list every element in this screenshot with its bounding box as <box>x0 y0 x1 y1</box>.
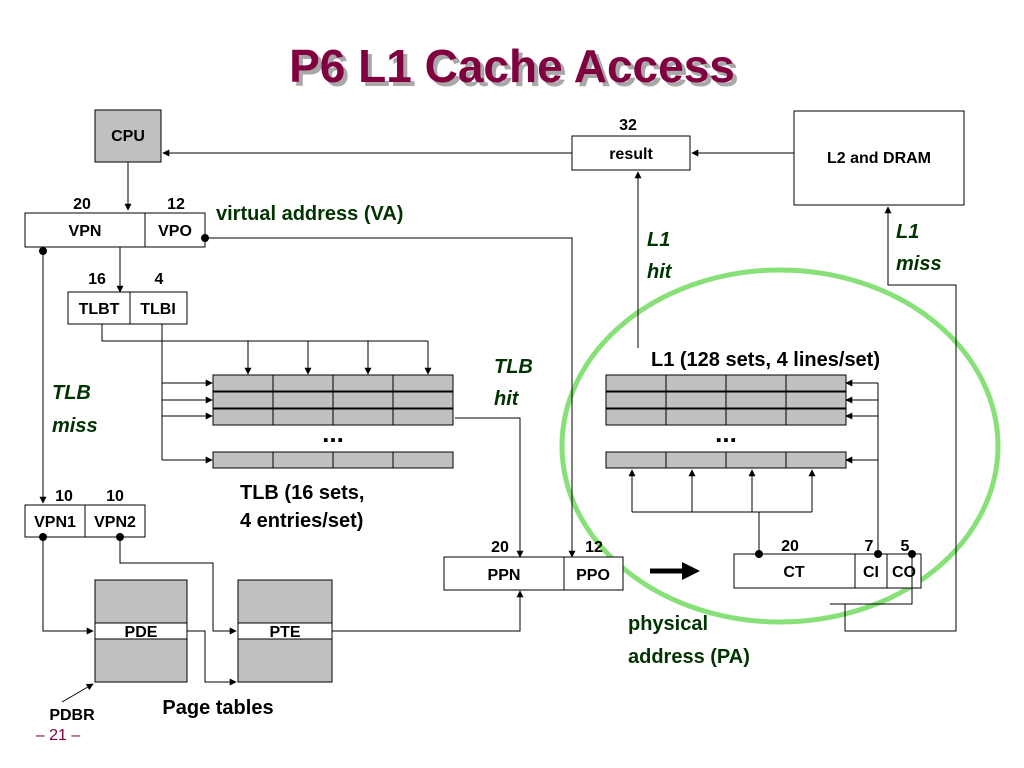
vpn2-label: VPN2 <box>94 514 136 531</box>
page-number: – 21 – <box>36 727 81 744</box>
pa-caption-line1: physical <box>628 613 708 635</box>
co-field <box>886 553 922 589</box>
l1-miss-label-2: miss <box>896 253 942 275</box>
tlb-hit-line <box>455 417 524 558</box>
l1-miss-line <box>844 206 957 632</box>
l2-dram-label: L2 and DRAM <box>827 150 931 167</box>
tlb-hit-label-1: TLB <box>494 356 533 378</box>
l2-dram-box <box>793 110 965 206</box>
vpn-field <box>24 212 146 248</box>
va-caption: virtual address (VA) <box>216 203 403 225</box>
ppn-field <box>443 556 565 591</box>
vpn-bits: 20 <box>73 196 91 213</box>
vpo-field <box>144 212 206 248</box>
pte-to-ppn-arrow <box>332 590 524 632</box>
cpu-box <box>94 109 162 163</box>
tlbi-field <box>129 291 188 325</box>
result-box <box>571 135 691 171</box>
pte-label: PTE <box>269 624 300 641</box>
vpo-to-ppo-line <box>205 237 576 558</box>
result-bits: 32 <box>619 117 637 134</box>
cpu-label: CPU <box>111 128 145 145</box>
l1-miss-label-1: L1 <box>896 221 919 243</box>
tlb-miss-label-2: miss <box>52 415 98 437</box>
tlbt-tag-bus <box>101 324 428 342</box>
tlbi-bits: 4 <box>155 271 164 288</box>
ci-label: CI <box>863 564 879 581</box>
pdbr-arrow <box>61 683 94 703</box>
vpn2-to-pte-arrow <box>119 537 237 635</box>
tlb-caption-line2: 4 entries/set) <box>240 510 363 532</box>
page-title: P6 L1 Cache Access <box>289 40 735 92</box>
co-label: CO <box>892 564 916 581</box>
tlb-hit-label-2: hit <box>494 388 520 410</box>
l1-cache-array <box>605 374 847 469</box>
vpo-bits: 12 <box>167 196 185 213</box>
vpn-label: VPN <box>69 223 102 240</box>
page-tables-caption: Page tables <box>162 697 273 719</box>
co-line <box>830 554 913 605</box>
pa-caption-line2: address (PA) <box>628 646 750 668</box>
vpo-label: VPO <box>158 223 192 240</box>
tlb-caption-line1: TLB (16 sets, <box>240 482 364 504</box>
co-bits: 5 <box>901 538 910 555</box>
thick-arrow-head <box>682 562 700 580</box>
tlbt-bits: 16 <box>88 271 106 288</box>
pdbr-label: PDBR <box>49 707 95 724</box>
l1-hit-label-2: hit <box>647 261 673 283</box>
tlb-array <box>212 374 454 469</box>
ppn-label: PPN <box>488 567 521 584</box>
l1-hit-label-1: L1 <box>647 229 670 251</box>
ct-tag-bus <box>632 511 812 554</box>
ppo-field <box>563 556 624 591</box>
l1-highlight-circle <box>559 267 1001 625</box>
ppo-label: PPO <box>576 567 610 584</box>
ci-bits: 7 <box>865 538 874 555</box>
l1-caption: L1 (128 sets, 4 lines/set) <box>651 349 880 371</box>
tlb-miss-label-1: TLB <box>52 382 91 404</box>
ppn-bits: 20 <box>491 539 509 556</box>
page-title-shadow: P6 L1 Cache Access <box>293 44 739 96</box>
tlb-ellipsis: ... <box>322 418 344 448</box>
vpn1-to-pde-arrow <box>42 537 94 635</box>
l1-ellipsis: ... <box>715 418 737 448</box>
ct-bits: 20 <box>781 538 799 555</box>
tlbi-label: TLBI <box>140 301 176 318</box>
tlbt-label: TLBT <box>79 301 120 318</box>
vpn1-label: VPN1 <box>34 514 76 531</box>
vpn2-field <box>84 504 146 538</box>
pde-to-pt-arrow <box>187 630 237 686</box>
ppo-bits: 12 <box>585 539 603 556</box>
vpn2-bits: 10 <box>106 488 124 505</box>
pde-label: PDE <box>125 624 158 641</box>
tlbt-field <box>67 291 131 325</box>
vpn1-bits: 10 <box>55 488 73 505</box>
ct-field <box>733 553 856 589</box>
ct-label: CT <box>783 564 805 581</box>
result-label: result <box>609 146 653 163</box>
